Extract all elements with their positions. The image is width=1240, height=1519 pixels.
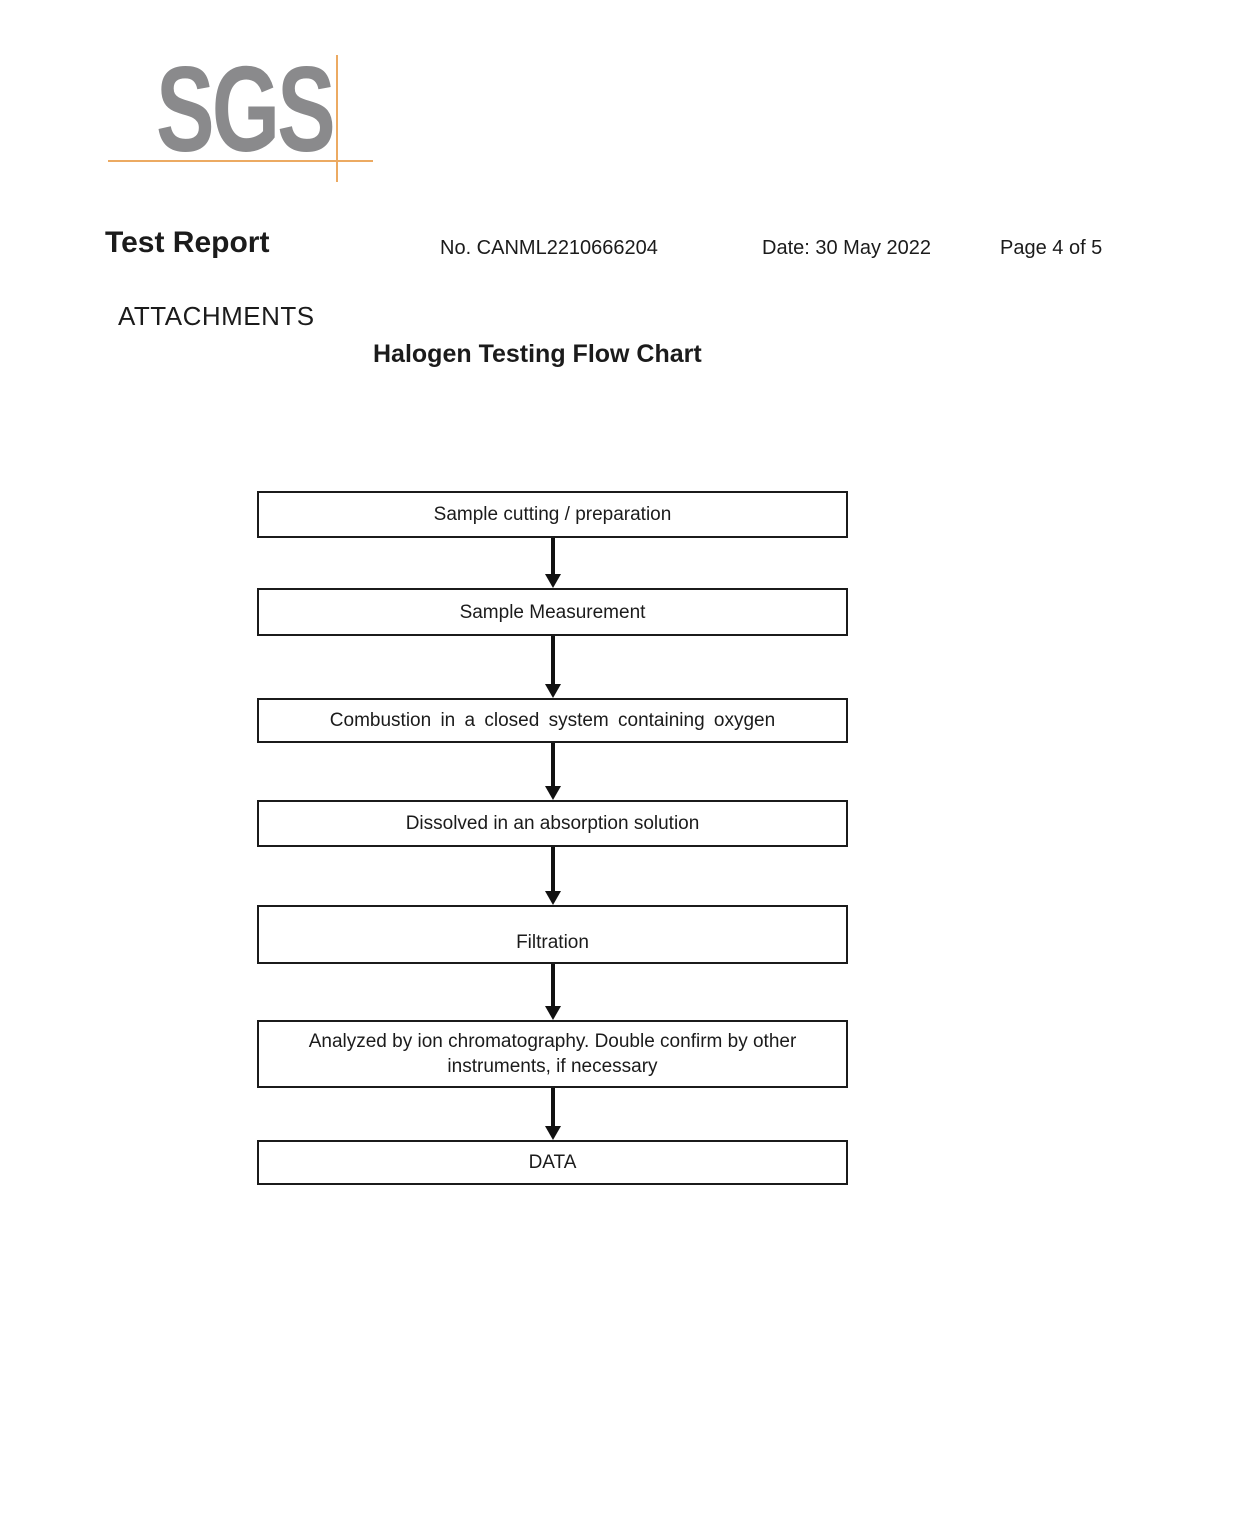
arrow-head-icon — [544, 1126, 561, 1140]
attachments-heading: ATTACHMENTS — [118, 301, 315, 331]
logo-vertical-accent-line — [336, 55, 338, 182]
arrow-stem — [550, 636, 555, 687]
report-title: Test Report — [105, 226, 270, 259]
flow-step-analyzed: Analyzed by ion chromatography. Double c… — [257, 1020, 848, 1088]
flow-arrow-down — [544, 636, 561, 698]
flow-arrow-down — [544, 743, 561, 800]
flowchart-title: Halogen Testing Flow Chart — [373, 340, 702, 368]
arrow-stem — [550, 743, 555, 789]
arrow-head-icon — [544, 1006, 561, 1020]
flow-step-sample-cutting: Sample cutting / preparation — [257, 491, 848, 538]
flow-step-sample-measurement: Sample Measurement — [257, 588, 848, 636]
arrow-stem — [550, 538, 555, 577]
sgs-logo: SGS — [0, 0, 420, 210]
flow-arrow-down — [544, 964, 561, 1020]
report-number: No. CANML2210666204 — [440, 237, 658, 259]
flow-step-filtration: Filtration — [257, 905, 848, 964]
flow-step-label: DATA — [528, 1152, 577, 1173]
flow-arrow-down — [544, 1088, 561, 1140]
flow-step-combustion: Combustion in a closed system containing… — [257, 698, 848, 743]
arrow-head-icon — [544, 786, 561, 800]
arrow-head-icon — [544, 684, 561, 698]
arrow-stem — [550, 1088, 555, 1129]
sgs-logo-text: SGS — [156, 41, 336, 177]
flow-step-label: Analyzed by ion chromatography. Double c… — [308, 1031, 797, 1077]
flow-step-label: Filtration — [516, 932, 589, 953]
arrow-head-icon — [544, 891, 561, 905]
flow-step-dissolved: Dissolved in an absorption solution — [257, 800, 848, 847]
logo-horizontal-accent-line — [108, 160, 373, 162]
flow-step-label: Sample Measurement — [459, 601, 646, 623]
arrow-stem — [550, 964, 555, 1009]
page-indicator: Page 4 of 5 — [1000, 237, 1103, 259]
flow-step-data: DATA — [257, 1140, 848, 1185]
arrow-head-icon — [544, 574, 561, 588]
flow-step-label: Dissolved in an absorption solution — [405, 813, 700, 834]
flow-step-label: Sample cutting / preparation — [433, 504, 672, 525]
flow-arrow-down — [544, 847, 561, 905]
report-date: Date: 30 May 2022 — [762, 237, 931, 259]
arrow-stem — [550, 847, 555, 894]
flow-step-label: Combustion in a closed system containing… — [329, 710, 776, 731]
flow-arrow-down — [544, 538, 561, 588]
